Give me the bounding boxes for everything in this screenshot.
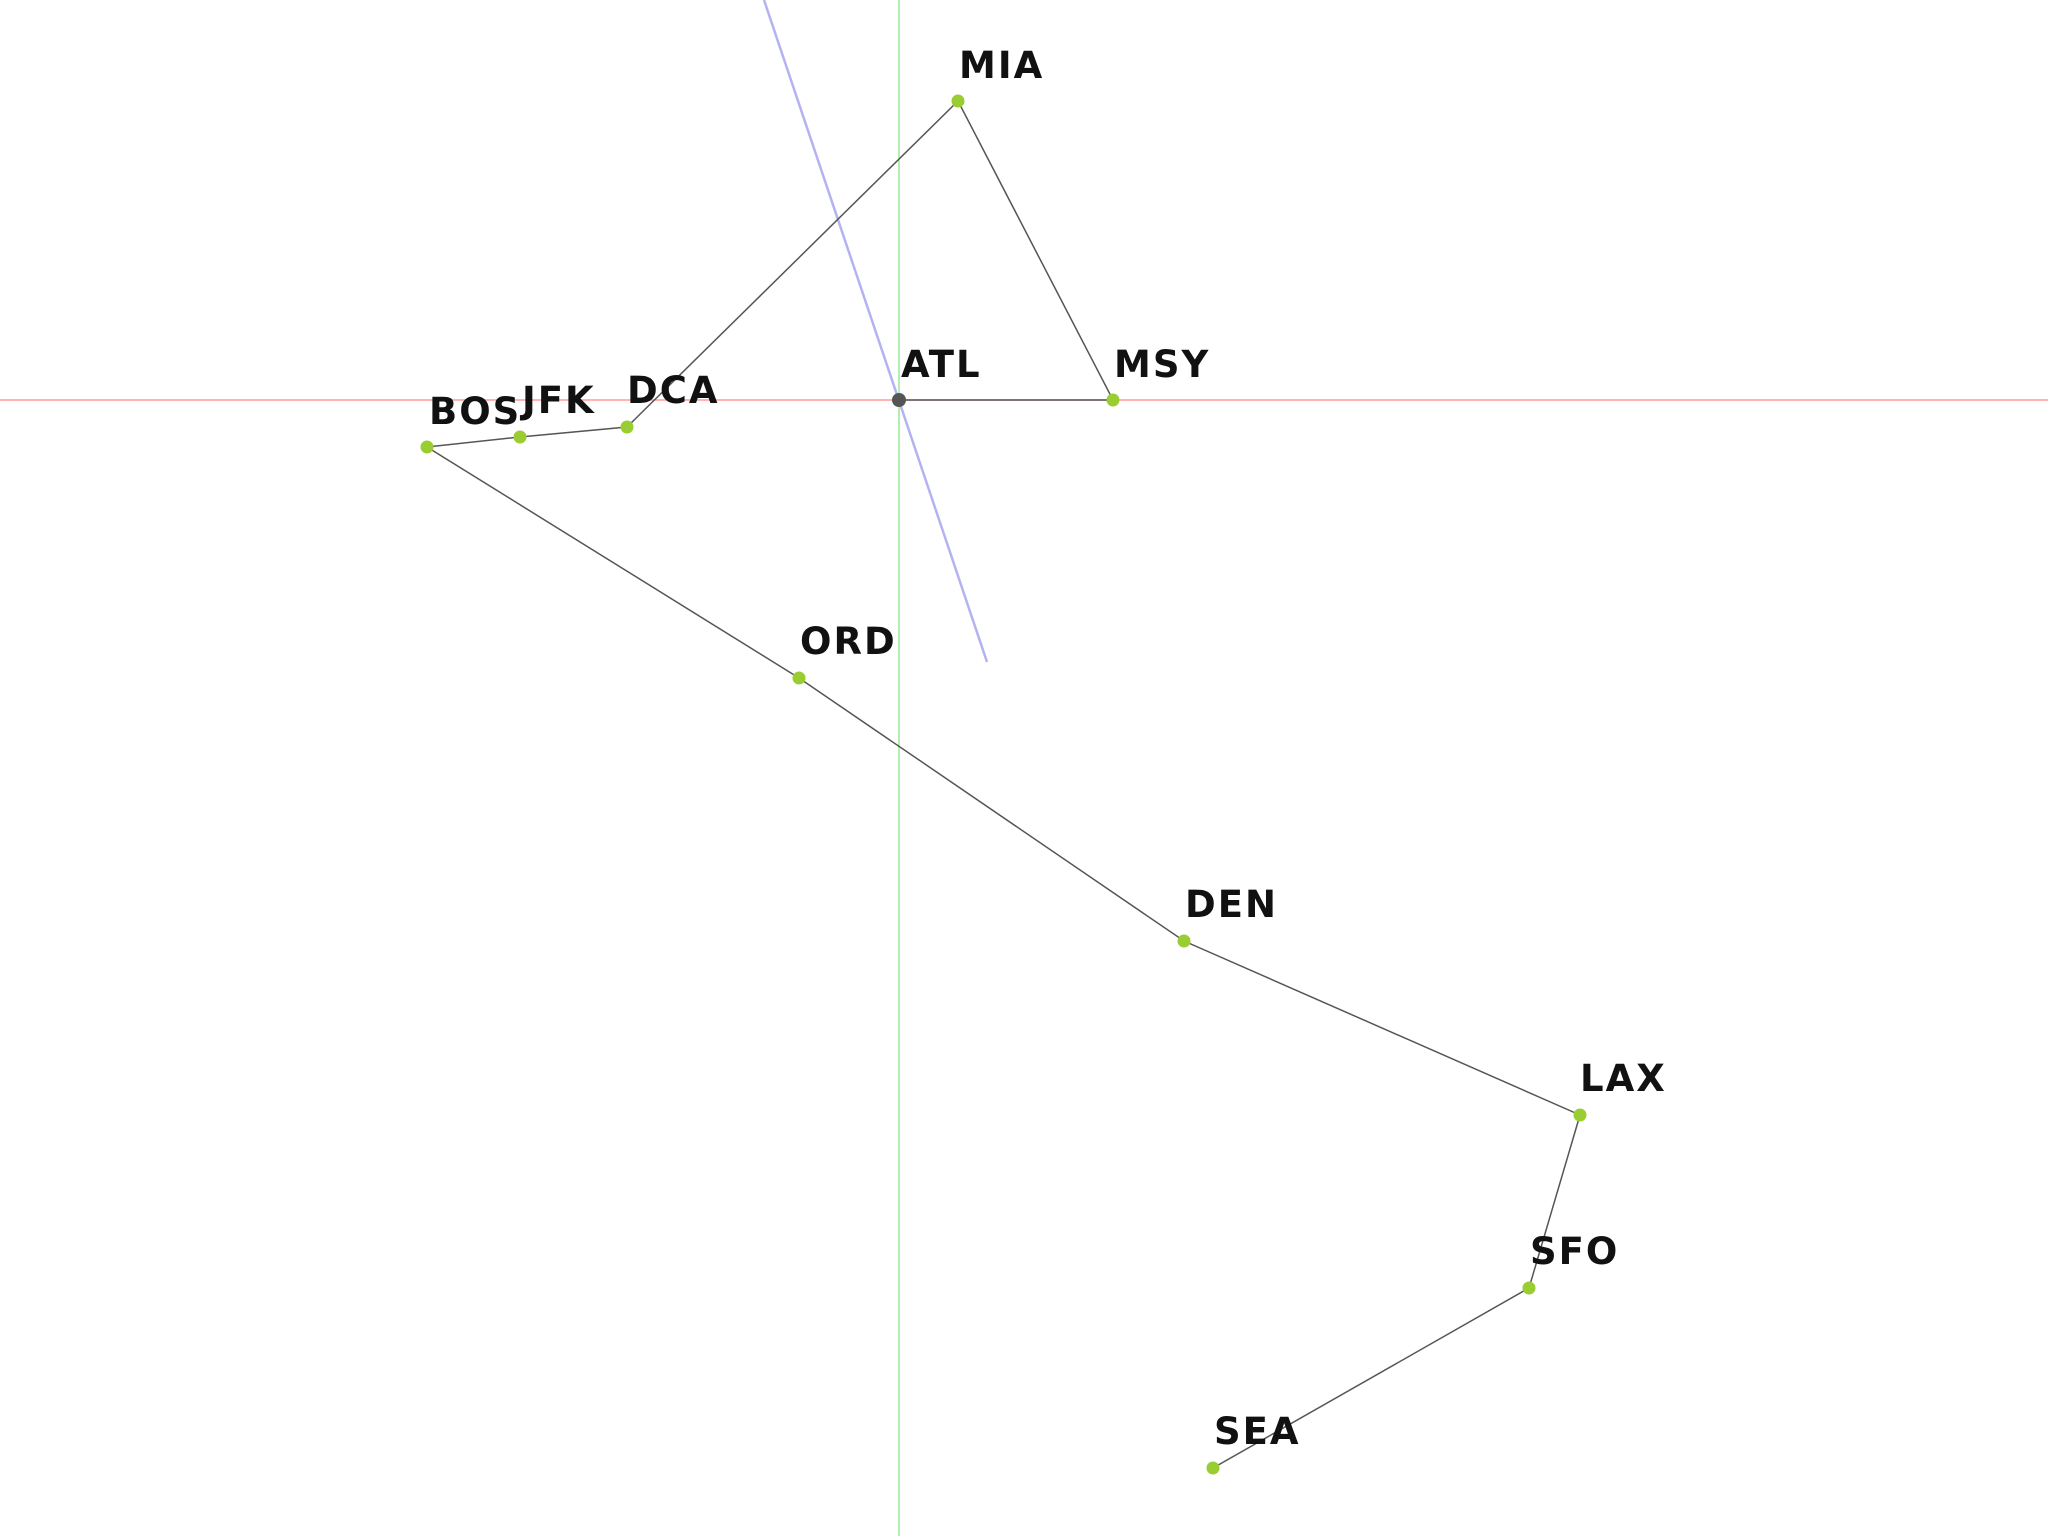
city-node-atl[interactable] [892,393,906,407]
city-node-sfo[interactable] [1522,1281,1536,1295]
city-node-den[interactable] [1177,934,1191,948]
city-node-sea[interactable] [1206,1461,1220,1475]
city-node-dca[interactable] [620,420,634,434]
city-label-sea: SEA [1214,1410,1301,1453]
city-label-sfo: SFO [1530,1230,1619,1273]
city-nodes [420,94,1587,1475]
city-label-lax: LAX [1580,1057,1667,1100]
city-node-bos[interactable] [420,440,434,454]
city-label-bos: BOS [429,390,521,433]
city-label-mia: MIA [959,44,1044,87]
city-label-den: DEN [1185,883,1278,926]
city-node-msy[interactable] [1106,393,1120,407]
city-node-jfk[interactable] [513,430,527,444]
city-label-jfk: JFK [519,379,596,422]
direction-line [762,0,989,663]
city-node-ord[interactable] [792,671,806,685]
city-label-dca: DCA [627,369,720,412]
city-node-mia[interactable] [951,94,965,108]
city-node-lax[interactable] [1573,1108,1587,1122]
city-label-msy: MSY [1114,343,1210,386]
city-label-ord: ORD [800,620,897,663]
city-label-atl: ATL [901,343,982,386]
